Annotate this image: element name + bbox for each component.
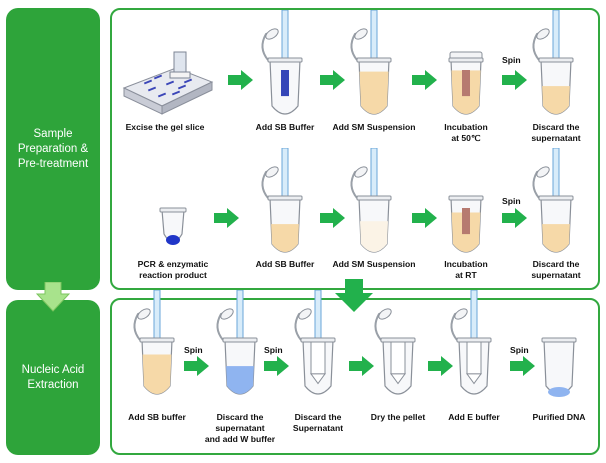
step-discard-add-w-label: Discard the supernatant and add W buffer bbox=[204, 412, 276, 444]
extraction-panel bbox=[110, 298, 600, 455]
spin-label: Spin bbox=[264, 345, 283, 355]
tube-incubation-icon bbox=[448, 195, 484, 253]
step-incubation-label: Incubation at 50℃ bbox=[444, 122, 488, 143]
arrow-right-icon bbox=[412, 208, 437, 228]
step-discard-label: Discard the supernatant bbox=[531, 259, 581, 280]
tube-pcr-product-icon bbox=[159, 207, 187, 245]
spin-label: Spin bbox=[510, 345, 529, 355]
arrow-right-icon bbox=[502, 70, 527, 90]
arrow-right-icon bbox=[228, 70, 253, 90]
step-excise-label: Excise the gel slice bbox=[125, 122, 205, 132]
tube-purified-dna-icon bbox=[541, 337, 577, 397]
step-pcr-label: PCR & enzymatic reaction product bbox=[137, 259, 209, 280]
down-arrow-icon bbox=[335, 279, 373, 312]
arrow-right-icon bbox=[510, 356, 535, 376]
step-discard-label: Discard the Supernatant bbox=[292, 412, 344, 433]
arrow-right-icon bbox=[502, 208, 527, 228]
step-purified-label: Purified DNA bbox=[532, 412, 586, 422]
tube-incubation-icon bbox=[448, 51, 484, 115]
tube-discard-icon bbox=[294, 290, 336, 395]
section-extraction-label: Nucleic Acid Extraction bbox=[21, 363, 85, 391]
down-arrow-icon bbox=[36, 282, 70, 312]
step-add-sb-label: Add SB Buffer bbox=[255, 259, 315, 269]
arrow-right-icon bbox=[412, 70, 437, 90]
section-sample-preparation: Sample Preparation & Pre-treatment bbox=[6, 8, 100, 290]
step-discard-label: Discard the supernatant bbox=[531, 122, 581, 143]
step-add-sb-label: Add SB Buffer bbox=[255, 122, 315, 132]
arrow-right-icon bbox=[349, 356, 374, 376]
section-sample-preparation-label: Sample Preparation & Pre-treatment bbox=[17, 127, 89, 170]
spin-label: Spin bbox=[184, 345, 203, 355]
tube-sm-suspension-icon bbox=[350, 10, 392, 115]
tube-discard-icon bbox=[532, 148, 574, 253]
tube-add-w-buffer-icon bbox=[216, 290, 258, 395]
arrow-right-icon bbox=[214, 208, 239, 228]
step-add-sm-label: Add SM Suspension bbox=[332, 259, 416, 269]
step-add-sm-label: Add SM Suspension bbox=[332, 122, 416, 132]
arrow-right-icon bbox=[264, 356, 289, 376]
tube-add-e-buffer-icon bbox=[450, 290, 492, 395]
arrow-right-icon bbox=[320, 70, 345, 90]
arrow-right-icon bbox=[428, 356, 453, 376]
tube-discard-icon bbox=[532, 10, 574, 115]
spin-label: Spin bbox=[502, 55, 521, 65]
sample-prep-panel bbox=[110, 8, 600, 290]
tube-sb-buffer-icon bbox=[261, 10, 303, 115]
arrow-right-icon bbox=[184, 356, 209, 376]
tube-sb-buffer-icon bbox=[261, 148, 303, 253]
gel-slice-image bbox=[122, 51, 214, 115]
step-dry-label: Dry the pellet bbox=[370, 412, 426, 422]
step-incubation-label: Incubation at RT bbox=[444, 259, 488, 280]
step-add-e-label: Add E buffer bbox=[448, 412, 500, 422]
tube-add-sb-icon bbox=[133, 290, 175, 395]
tube-dry-pellet-icon bbox=[374, 308, 416, 395]
section-nucleic-acid-extraction: Nucleic Acid Extraction bbox=[6, 300, 100, 455]
arrow-right-icon bbox=[320, 208, 345, 228]
spin-label: Spin bbox=[502, 196, 521, 206]
tube-sm-suspension-icon bbox=[350, 148, 392, 253]
step-add-sb-label: Add SB buffer bbox=[128, 412, 186, 422]
